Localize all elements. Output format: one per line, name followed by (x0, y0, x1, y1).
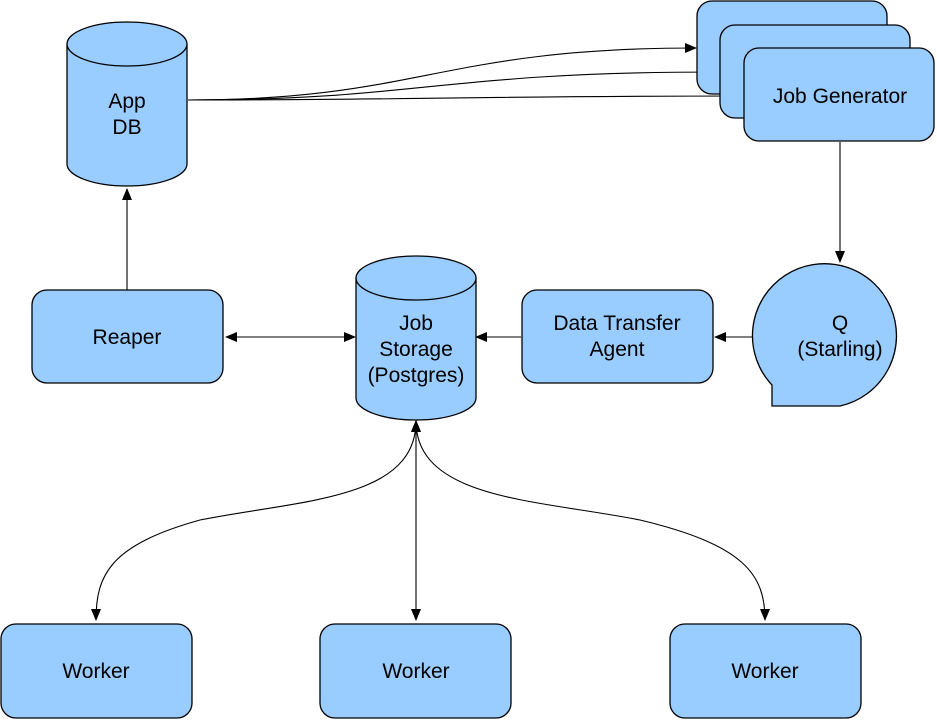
reaper-box (31, 289, 224, 384)
data-transfer-agent-label-line2: Agent (590, 338, 645, 361)
job-storage-cylinder-top (355, 255, 477, 301)
queue-shape (751, 263, 898, 407)
node-worker-right: Worker (669, 623, 862, 719)
edge-appdb-to-jobgen-back (187, 43, 697, 101)
edge-appdb-to-jobgen-middle (187, 67, 720, 101)
edges (91, 43, 845, 621)
job-storage-label-line1: Job (399, 312, 433, 335)
data-transfer-agent-label-line1: Data Transfer (553, 312, 680, 335)
worker-right-box (669, 623, 862, 719)
edge-appdb-to-jobgen-front (187, 91, 744, 102)
node-reaper: Reaper (31, 289, 224, 384)
edge-jobstorage-worker-left (91, 420, 421, 621)
node-job-storage: Job Storage (Postgres) (355, 255, 477, 421)
node-data-transfer-agent: Data Transfer Agent (521, 289, 714, 384)
edge-jobstorage-worker-right (411, 420, 770, 621)
app-db-cylinder-body (66, 43, 188, 187)
node-worker-left: Worker (0, 623, 193, 719)
node-worker-center: Worker (319, 623, 512, 719)
app-db-label-line1: App (108, 90, 145, 113)
worker-right-label: Worker (731, 660, 798, 683)
job-storage-label-line3: (Postgres) (368, 364, 465, 387)
node-job-generator: Job Generator (696, 0, 935, 142)
node-queue: Q (Starling) (751, 263, 898, 407)
job-generator-label: Job Generator (773, 85, 907, 108)
worker-left-box (0, 623, 193, 719)
node-app-db: App DB (66, 21, 188, 187)
job-storage-cylinder-body (355, 277, 477, 421)
data-transfer-agent-box (521, 289, 714, 384)
queue-label-line2: (Starling) (797, 338, 882, 361)
queue-label-line1: Q (832, 312, 848, 335)
worker-center-box (319, 623, 512, 719)
worker-center-label: Worker (382, 660, 449, 683)
reaper-label: Reaper (93, 326, 162, 349)
app-db-cylinder-top (66, 21, 188, 67)
job-storage-label-line2: Storage (379, 338, 453, 361)
app-db-label-line2: DB (112, 116, 141, 139)
worker-left-label: Worker (62, 660, 129, 683)
job-generator-stack-front (743, 47, 935, 142)
